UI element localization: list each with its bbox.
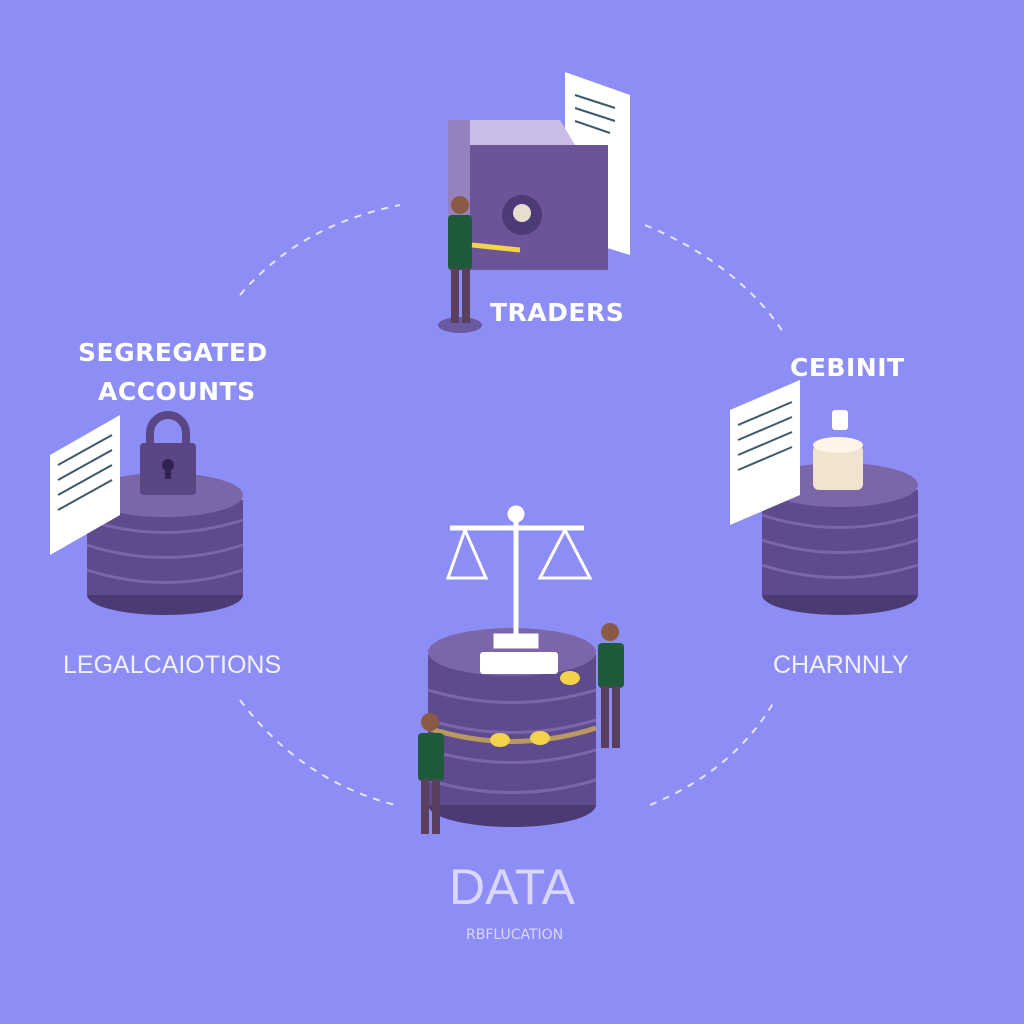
coin-stack-icon bbox=[813, 410, 863, 490]
arc-bottom-right bbox=[649, 699, 776, 806]
person-icon bbox=[438, 196, 521, 333]
balance-scale-icon bbox=[445, 505, 593, 649]
database-stack-right bbox=[761, 463, 919, 615]
label-traders: TRADERS bbox=[490, 298, 625, 327]
database-stack-center bbox=[427, 628, 597, 827]
arc-top-left bbox=[239, 204, 401, 296]
label-segregated: SEGREGATED bbox=[78, 338, 268, 367]
dashed-cycle-arcs bbox=[239, 204, 786, 806]
arc-top-right bbox=[644, 224, 786, 336]
label-accounts: ACCOUNTS bbox=[98, 377, 256, 406]
person-icon-center-left bbox=[418, 713, 550, 834]
label-data: DATA bbox=[449, 859, 575, 915]
label-legal: LEGALCAIOTIONS bbox=[63, 651, 282, 679]
folder-icon bbox=[448, 72, 630, 270]
label-cebinit: CEBINIT bbox=[790, 353, 905, 382]
label-subtitle: RBFLUCATION bbox=[466, 927, 564, 943]
arc-bottom-left bbox=[239, 699, 396, 806]
padlock-icon bbox=[140, 411, 196, 495]
person-icon-center-right bbox=[560, 623, 624, 748]
document-icon-left bbox=[50, 415, 120, 555]
document-icon-right bbox=[730, 380, 800, 525]
label-charnnly: CHARNNLY bbox=[773, 651, 909, 679]
